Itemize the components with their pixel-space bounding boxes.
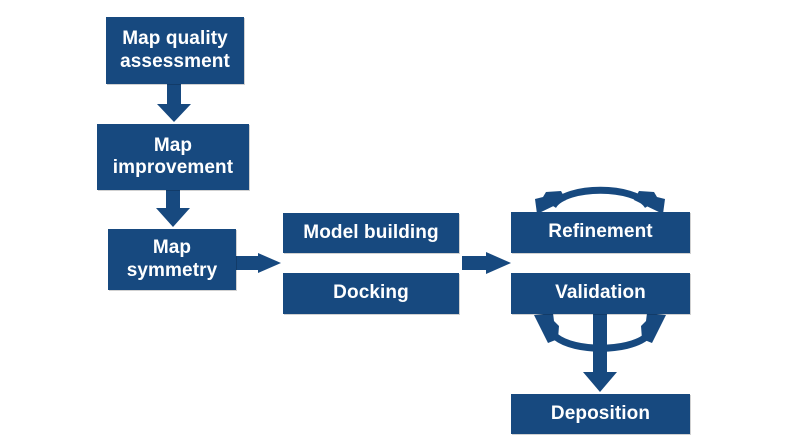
node-model-building[interactable]: Model building	[283, 213, 459, 253]
node-map-improvement[interactable]: Map improvement	[97, 124, 249, 190]
arrow-building-to-refinement	[462, 252, 511, 274]
node-map-quality-assessment[interactable]: Map quality assessment	[106, 17, 244, 84]
node-label: Refinement	[548, 221, 653, 243]
node-label: Map symmetry	[126, 237, 218, 281]
node-label: Deposition	[550, 402, 651, 424]
arrow-quality-to-improvement	[157, 84, 191, 122]
node-map-symmetry[interactable]: Map symmetry	[108, 229, 236, 290]
cycle-arc-top-arrowheads	[535, 191, 665, 214]
node-docking[interactable]: Docking	[283, 273, 459, 314]
arrow-validation-to-deposition	[583, 314, 617, 392]
node-label: Model building	[303, 221, 439, 243]
node-label: Validation	[555, 282, 646, 304]
cycle-arc-top	[550, 186, 651, 209]
node-label: Map quality assessment	[120, 28, 230, 72]
node-validation[interactable]: Validation	[511, 273, 690, 314]
arrow-improvement-to-symmetry	[156, 190, 190, 227]
cycle-arc-bottom-arrowheads	[534, 313, 666, 343]
node-deposition[interactable]: Deposition	[511, 394, 690, 434]
cycle-arc-bottom	[553, 334, 649, 352]
node-label: Map improvement	[112, 134, 234, 178]
arrow-symmetry-to-building	[236, 253, 281, 273]
node-label: Docking	[333, 282, 409, 304]
node-refinement[interactable]: Refinement	[511, 212, 690, 253]
